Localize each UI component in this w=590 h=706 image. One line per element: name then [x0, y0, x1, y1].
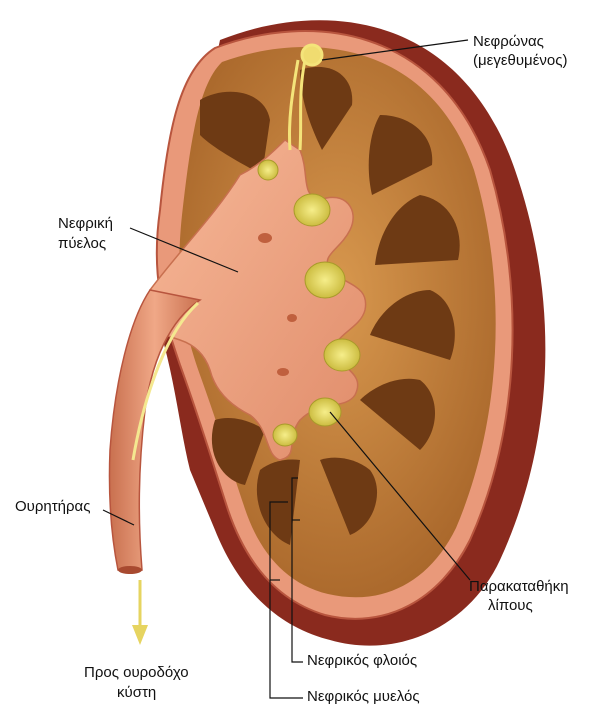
label-pelvis-line1: Νεφρική — [58, 215, 113, 233]
label-fat-line1: Παρακαταθήκη — [469, 578, 569, 596]
label-nephron-line2: (μεγεθυμένος) — [473, 52, 567, 70]
label-bladder-line2: κύστη — [117, 684, 156, 702]
label-pelvis-line2: πύελος — [58, 235, 106, 253]
label-medulla: Νεφρικός μυελός — [307, 688, 420, 706]
flow-arrow — [132, 580, 148, 645]
label-bladder-line1: Προς ουροδόχο — [84, 664, 189, 682]
ureter-opening — [118, 566, 142, 574]
label-fat-line2: λίπους — [488, 597, 533, 615]
label-ureter: Ουρητήρας — [15, 498, 90, 516]
label-nephron-line1: Νεφρώνας — [473, 33, 544, 51]
label-cortex: Νεφρικός φλοιός — [307, 652, 417, 670]
